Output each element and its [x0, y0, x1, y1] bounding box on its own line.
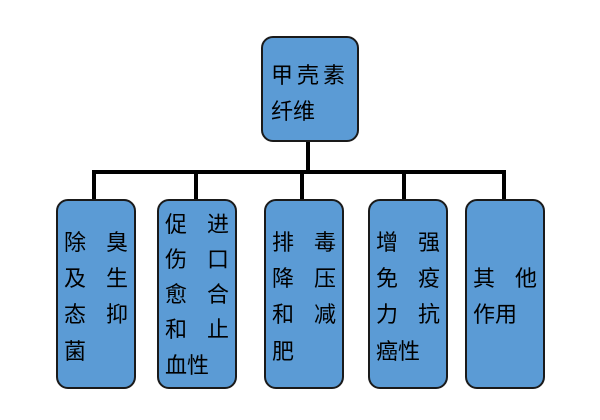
child-4-cell-0-0: 增 — [376, 231, 399, 256]
child-4-cell-2-0: 力 — [376, 303, 399, 328]
branch-connector-5 — [502, 170, 506, 200]
child-1-cell-2-0: 态 — [64, 303, 87, 328]
child-4-cell-0-1: 强 — [418, 231, 441, 256]
root-node: 甲壳素 纤维 — [261, 36, 359, 142]
child-1-cell-1-0: 及 — [64, 267, 87, 292]
child-2-cell-1-0: 伤 — [165, 248, 188, 273]
child-1-cell-0-0: 除 — [64, 231, 87, 256]
child-node-immunity: 增 强 免 疫 力 抗 癌性 — [368, 199, 448, 389]
child-4-cell-1-1: 疫 — [418, 267, 441, 292]
branch-connector-4 — [402, 170, 406, 200]
child-1-cell-2-1: 抑 — [106, 303, 129, 328]
child-3-cell-1-0: 降 — [272, 267, 295, 292]
branch-connector-2 — [194, 170, 198, 200]
child-3-cell-0-1: 毒 — [314, 231, 337, 256]
child-2-cell-3-0: 和 — [165, 318, 188, 343]
child-2-cell-1-1: 口 — [207, 248, 230, 273]
child-2-cell-0-0: 促 — [165, 213, 188, 238]
child-1-cell-0-1: 臭 — [106, 231, 129, 256]
child-node-deodorize-bacteria: 除 臭 及 生 态 抑 菌 — [56, 199, 136, 389]
child-2-cell-2-0: 愈 — [165, 283, 188, 308]
child-2-cell-2-1: 合 — [207, 283, 230, 308]
child-4-cell-1-0: 免 — [376, 267, 399, 292]
root-line-2: 纤维 — [271, 100, 316, 125]
child-node-wound-healing: 促 进 伤 口 愈 合 和 止 血性 — [157, 199, 237, 389]
child-2-cell-0-1: 进 — [207, 213, 230, 238]
child-3-cell-1-1: 压 — [314, 267, 337, 292]
child-node-other-uses: 其 他 作用 — [465, 199, 545, 389]
root-down-connector — [306, 140, 310, 174]
child-node-detox: 排 毒 降 压 和 减 肥 — [264, 199, 344, 389]
root-line-1: 甲壳素 — [271, 64, 350, 89]
child-1-cell-3-0: 菌 — [64, 340, 87, 365]
child-5-cell-1-0: 作用 — [473, 303, 518, 328]
child-5-cell-0-1: 他 — [515, 267, 538, 292]
child-2-cell-3-1: 止 — [207, 318, 230, 343]
child-2-cell-4-0: 血性 — [165, 354, 210, 379]
child-3-cell-0-0: 排 — [272, 231, 295, 256]
child-3-cell-2-1: 减 — [314, 303, 337, 328]
branch-connector-3 — [300, 170, 304, 200]
child-3-cell-2-0: 和 — [272, 303, 295, 328]
branch-connector-1 — [92, 170, 96, 200]
child-4-cell-2-1: 抗 — [418, 303, 441, 328]
child-5-cell-0-0: 其 — [473, 267, 496, 292]
child-1-cell-1-1: 生 — [106, 267, 129, 292]
child-3-cell-3-0: 肥 — [272, 340, 295, 365]
horizontal-connector — [92, 170, 506, 174]
child-4-cell-3-0: 癌性 — [376, 340, 421, 365]
